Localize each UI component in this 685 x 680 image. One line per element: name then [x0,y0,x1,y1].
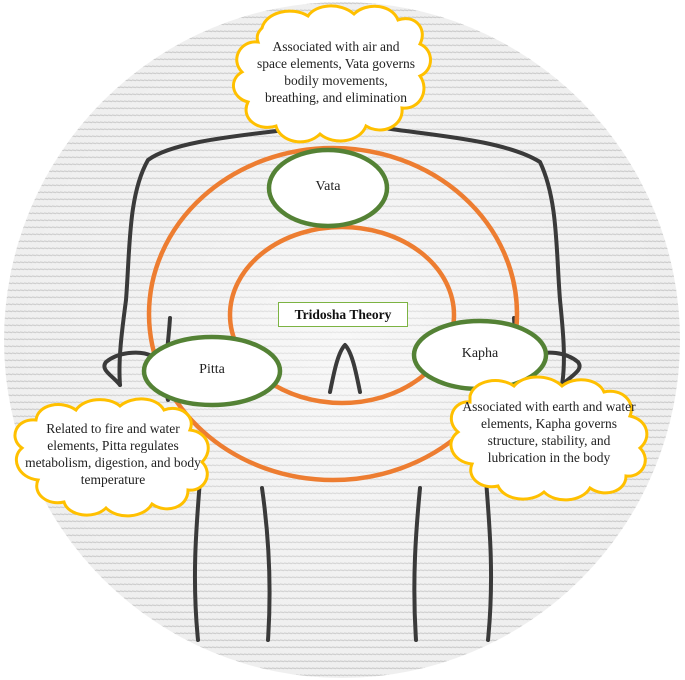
pitta-cloud [13,397,210,518]
pitta-node [141,334,283,408]
kapha-cloud [449,375,649,502]
kapha-description: Associated with earth and water elements… [462,399,636,465]
vata-label: Vata [315,179,341,194]
pitta-description: Related to fire and water elements, Pitt… [25,421,201,487]
kapha-label: Kapha [461,346,499,361]
vata-description: Associated with air and space elements, … [257,39,415,105]
vata-node [266,147,390,229]
vata-cloud [232,4,432,144]
center-title: Tridosha Theory [278,302,408,327]
pitta-label: Pitta [199,362,225,377]
